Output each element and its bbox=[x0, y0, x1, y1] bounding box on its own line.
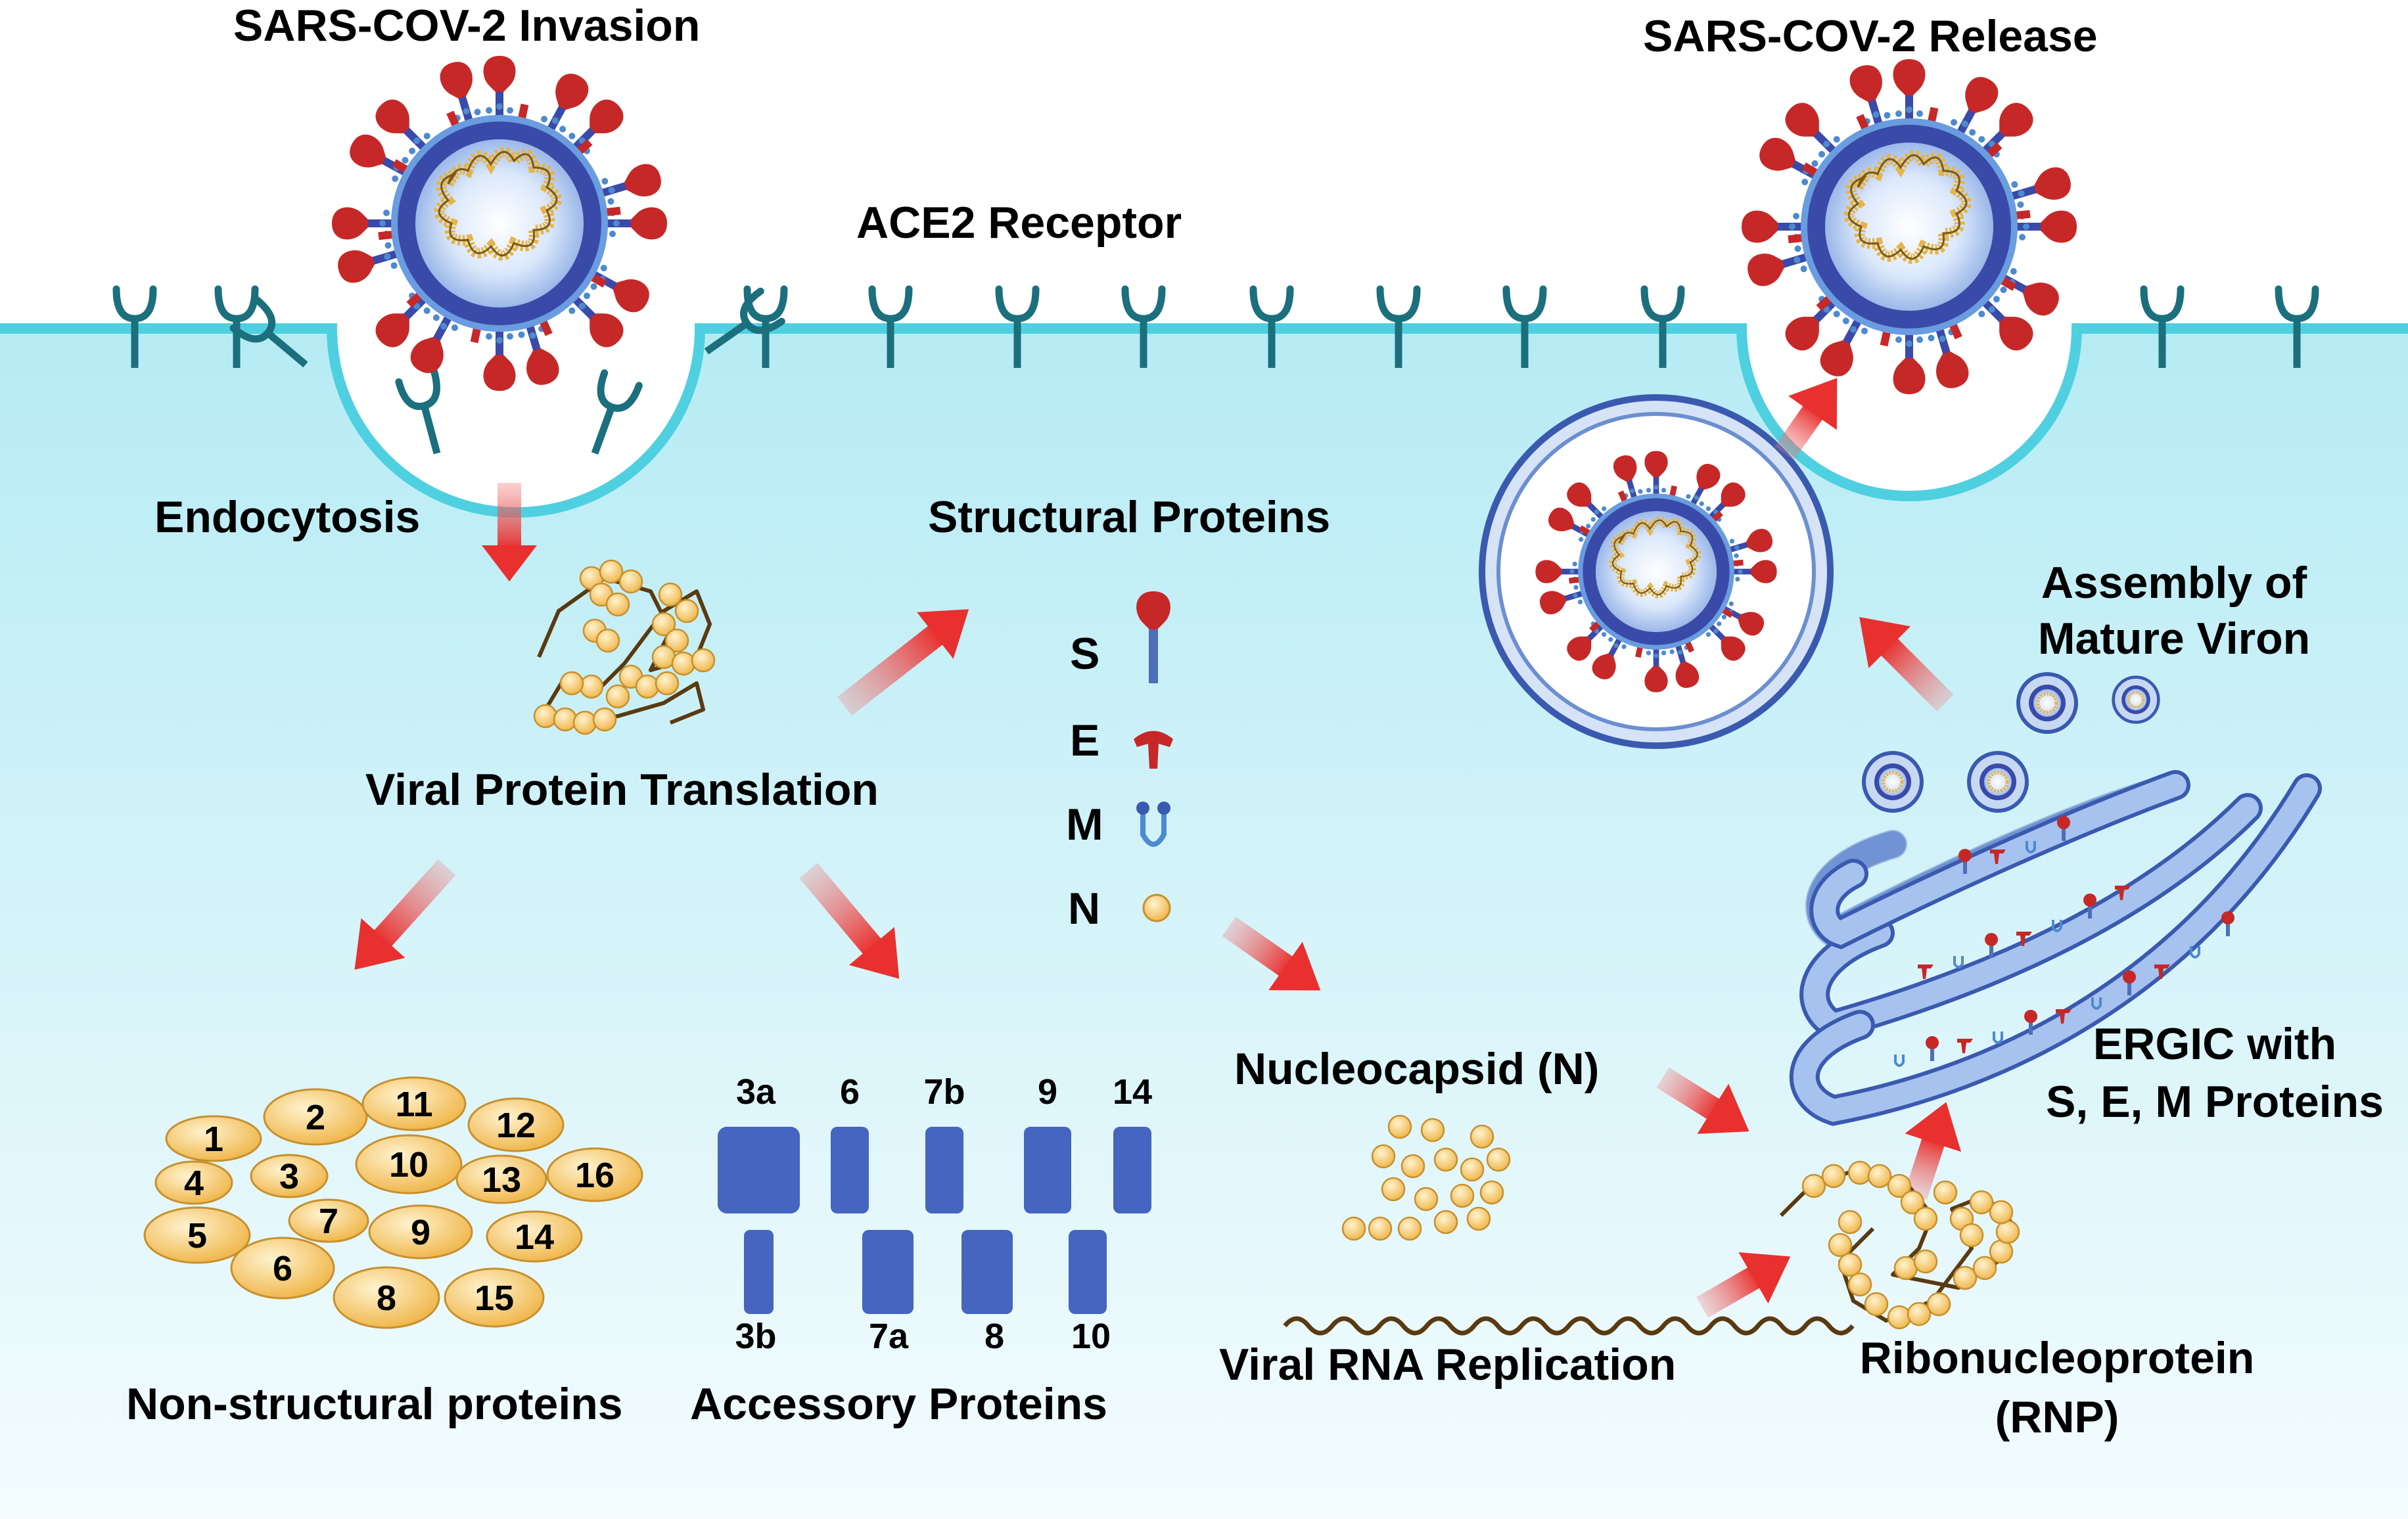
svg-text:1: 1 bbox=[204, 1120, 223, 1159]
accessory-protein-9 bbox=[1024, 1127, 1071, 1213]
ace2-label: ACE2 Receptor bbox=[856, 198, 1182, 248]
ribonucleoprotein-icon bbox=[1779, 1160, 2020, 1330]
nonstructural-protein-10: 10 bbox=[355, 1134, 463, 1194]
accessory-label-7a: 7a bbox=[869, 1317, 909, 1356]
mini-virion-icon bbox=[2114, 677, 2159, 723]
assembly-label-line1: Assembly of bbox=[2041, 558, 2307, 608]
assembly-label-line2: Mature Viron bbox=[2038, 614, 2310, 664]
accessory-protein-7b bbox=[925, 1127, 963, 1213]
accessory-label-3a: 3a bbox=[736, 1072, 776, 1112]
nonstructural-protein-4: 4 bbox=[154, 1160, 233, 1205]
accessory-protein-10 bbox=[1069, 1230, 1107, 1314]
translation-label: Viral Protein Translation bbox=[365, 765, 879, 815]
cell-membrane bbox=[0, 323, 2408, 518]
nonstructural-protein-15: 15 bbox=[444, 1267, 545, 1328]
nonstructural-protein-14: 14 bbox=[486, 1210, 583, 1263]
nonstructural-protein-5: 5 bbox=[143, 1206, 251, 1264]
legend-letter-s: S bbox=[1070, 629, 1100, 679]
accessory-label-3b: 3b bbox=[735, 1317, 776, 1356]
accessory-label-7b: 7b bbox=[923, 1072, 965, 1112]
accessory-label-9: 9 bbox=[1038, 1072, 1057, 1112]
nonstructural-protein-11: 11 bbox=[361, 1076, 467, 1131]
envelope-protein-icon bbox=[1134, 731, 1173, 769]
nonstructural-protein-6: 6 bbox=[230, 1236, 335, 1300]
accessory-protein-8 bbox=[961, 1230, 1013, 1314]
nonstructural-protein-2: 2 bbox=[263, 1088, 368, 1146]
nonstructural-protein-7: 7 bbox=[288, 1198, 369, 1243]
invasion-title: SARS-COV-2 Invasion bbox=[233, 1, 700, 51]
accessory-label-10: 10 bbox=[1071, 1317, 1111, 1356]
polypeptide-chain-icon bbox=[533, 559, 716, 735]
svg-text:12: 12 bbox=[496, 1106, 536, 1145]
ergic-icon bbox=[1789, 770, 2322, 1126]
arrows bbox=[354, 378, 1962, 1318]
svg-text:5: 5 bbox=[187, 1216, 207, 1256]
accessory-proteins-group bbox=[718, 1127, 1151, 1314]
accessory-label-6: 6 bbox=[840, 1072, 860, 1112]
svg-text:7: 7 bbox=[319, 1202, 338, 1241]
vesicle-virus-icon bbox=[1479, 394, 1834, 749]
nonstructural-protein-16: 16 bbox=[546, 1147, 643, 1202]
nucleocapsid-label: Nucleocapsid (N) bbox=[1234, 1044, 1599, 1094]
nonstructural-protein-1: 1 bbox=[165, 1115, 262, 1162]
nucleocapsid-protein-icon bbox=[1142, 894, 1171, 922]
nonstructural-protein-3: 3 bbox=[250, 1154, 329, 1198]
accessory-protein-7a bbox=[862, 1230, 914, 1314]
accessory-label-14: 14 bbox=[1113, 1072, 1152, 1112]
nonstructural-protein-12: 12 bbox=[467, 1097, 565, 1152]
accessory-protein-3b bbox=[744, 1230, 774, 1314]
svg-text:11: 11 bbox=[395, 1085, 432, 1124]
ergic-label-line1: ERGIC with bbox=[2093, 1019, 2336, 1069]
nonstructural-protein-9: 9 bbox=[368, 1204, 473, 1259]
svg-text:8: 8 bbox=[377, 1279, 396, 1318]
ergic-label-line2: S, E, M Proteins bbox=[2046, 1077, 2384, 1127]
mini-virion-icon bbox=[1969, 753, 2027, 811]
nonstructural-label: Non-structural proteins bbox=[126, 1379, 623, 1429]
legend-letter-e: E bbox=[1070, 715, 1100, 765]
nonstructural-protein-13: 13 bbox=[455, 1154, 547, 1204]
legend-letter-n: N bbox=[1068, 884, 1100, 934]
viral-rna-strand-icon bbox=[1283, 1316, 1855, 1336]
accessory-protein-6 bbox=[831, 1127, 869, 1213]
endocytosis-label: Endocytosis bbox=[154, 492, 420, 542]
structural-proteins-label: Structural Proteins bbox=[928, 492, 1330, 542]
virus-release-icon bbox=[1742, 59, 2077, 394]
svg-text:3: 3 bbox=[279, 1157, 299, 1196]
rnp-label-line2: (RNP) bbox=[1995, 1392, 2119, 1442]
svg-text:6: 6 bbox=[273, 1249, 292, 1288]
svg-text:2: 2 bbox=[306, 1098, 325, 1137]
svg-text:16: 16 bbox=[575, 1156, 614, 1195]
release-title: SARS-COV-2 Release bbox=[1643, 11, 2098, 61]
accessory-label: Accessory Proteins bbox=[690, 1379, 1107, 1429]
spike-protein-icon bbox=[1136, 591, 1170, 683]
mini-virion-icon bbox=[2018, 674, 2076, 732]
mini-virion-icon bbox=[1864, 753, 1922, 811]
svg-text:9: 9 bbox=[411, 1213, 430, 1252]
svg-text:15: 15 bbox=[475, 1279, 514, 1318]
nonstructural-protein-8: 8 bbox=[333, 1266, 440, 1329]
virus-invasion-icon bbox=[332, 56, 667, 391]
accessory-protein-14 bbox=[1113, 1127, 1151, 1213]
svg-text:10: 10 bbox=[389, 1145, 428, 1185]
svg-text:14: 14 bbox=[515, 1217, 554, 1257]
membrane-protein-icon bbox=[1136, 802, 1170, 847]
legend-letter-m: M bbox=[1066, 800, 1103, 850]
svg-text:13: 13 bbox=[482, 1160, 521, 1200]
accessory-protein-3a bbox=[718, 1127, 800, 1213]
svg-text:4: 4 bbox=[184, 1164, 204, 1203]
accessory-label-8: 8 bbox=[984, 1317, 1004, 1356]
replication-label: Viral RNA Replication bbox=[1219, 1340, 1676, 1390]
rnp-label-line1: Ribonucleoprotein bbox=[1860, 1333, 2255, 1383]
